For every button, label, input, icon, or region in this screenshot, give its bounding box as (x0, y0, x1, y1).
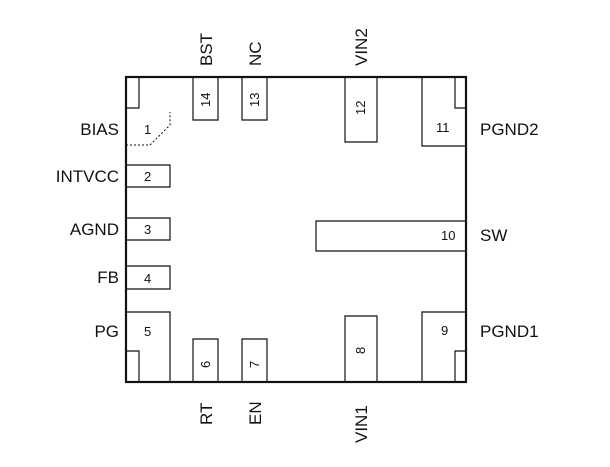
pin-7-number: 7 (247, 361, 262, 368)
pin-13-name: NC (246, 41, 265, 66)
pin-9-pad (421, 311, 466, 382)
pin-11-pad (421, 77, 466, 147)
pin-1-pad-outline (126, 77, 140, 109)
pin-12-name: VIN2 (352, 28, 371, 66)
pin-12-pad (344, 77, 378, 143)
pin-14-name: BST (197, 33, 216, 66)
pin-1-number: 1 (144, 122, 151, 137)
pin-1-indicator (126, 112, 171, 146)
pin-2-number: 2 (144, 169, 151, 184)
pin-12-number: 12 (353, 101, 368, 115)
package-outline (124, 75, 468, 384)
pin-6-name: RT (197, 403, 216, 425)
pin-8-name: VIN1 (352, 405, 371, 443)
pin-3-name: AGND (70, 220, 119, 239)
pin-11-name: PGND2 (480, 120, 539, 139)
pin-13-number: 13 (247, 93, 262, 107)
pin-9-number: 9 (441, 323, 448, 338)
pin-5-number: 5 (144, 324, 151, 339)
pin-4-number: 4 (144, 271, 151, 286)
pin-8-pad (344, 315, 378, 382)
pin-11-number: 11 (436, 120, 450, 135)
pin-5-name: PG (94, 322, 119, 341)
pin-14-number: 14 (198, 93, 213, 107)
pin-4-pad (126, 265, 171, 290)
pin-10-number: 10 (441, 228, 455, 243)
pin-2-name: INTVCC (56, 167, 119, 186)
pin-5-pad (126, 311, 171, 382)
pin-14-pad (192, 77, 219, 121)
pin-9-pad-inner (454, 350, 466, 382)
pin-9-name: PGND1 (480, 322, 539, 341)
pin-5-pad-inner (126, 350, 140, 382)
pin-6-pad (192, 338, 219, 382)
pin-13-pad (241, 77, 268, 121)
pin-10-pad (315, 220, 466, 252)
pin-4-name: FB (97, 268, 119, 287)
pin-7-pad (241, 338, 268, 382)
pin-2-pad (126, 164, 171, 188)
pin-1-name: BIAS (80, 120, 119, 139)
pin-8-number: 8 (353, 347, 368, 354)
pin-3-number: 3 (144, 222, 151, 237)
pin-3-pad (126, 217, 171, 241)
pin-6-number: 6 (198, 361, 213, 368)
pin-7-name: EN (246, 401, 265, 425)
pin-10-name: SW (480, 226, 507, 245)
pin-11-pad-inner (454, 77, 466, 109)
